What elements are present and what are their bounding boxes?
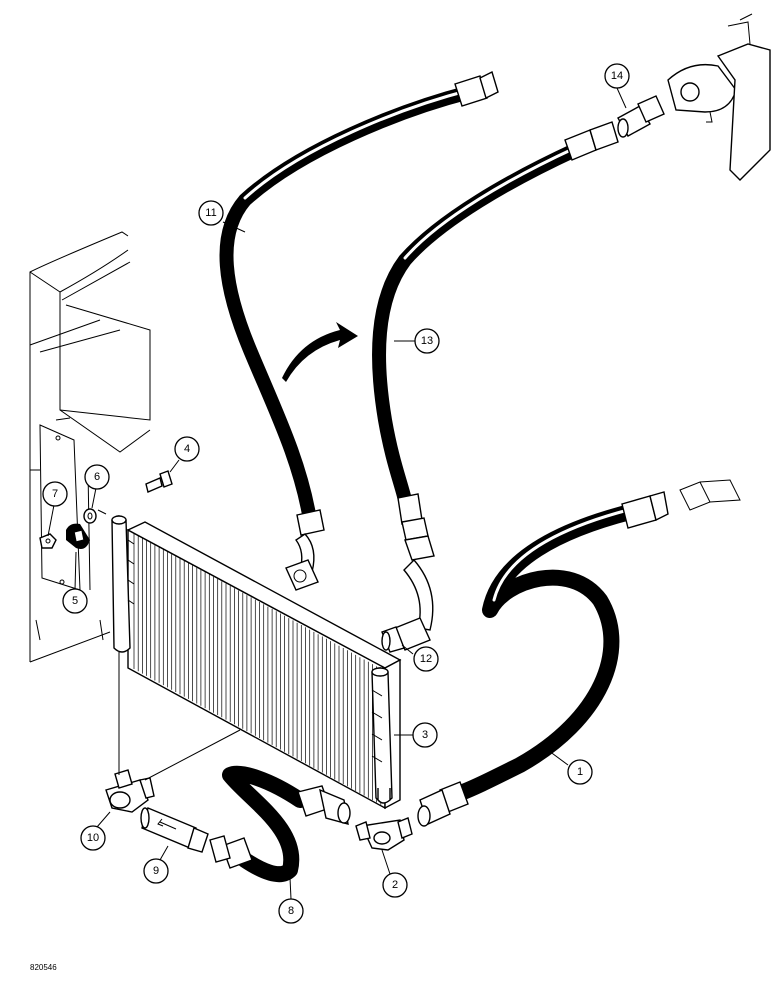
- direction-arrow: [282, 322, 358, 382]
- svg-text:1: 1: [577, 766, 583, 778]
- bolt-4: [145, 470, 173, 493]
- callout-14: 14: [604, 63, 630, 89]
- callout-3: 3: [412, 722, 438, 748]
- fitting-14: [617, 95, 665, 138]
- svg-text:12: 12: [420, 653, 432, 665]
- svg-text:8: 8: [288, 905, 294, 917]
- valve-assembly: [667, 13, 771, 181]
- svg-text:4: 4: [184, 443, 190, 455]
- svg-text:10: 10: [87, 832, 99, 844]
- svg-text:7: 7: [52, 488, 58, 500]
- cooler-fins: [133, 533, 386, 807]
- assembly-lines: [118, 652, 241, 781]
- callout-5: 5: [62, 588, 88, 614]
- washer-6: [83, 508, 107, 524]
- nut-7: [39, 533, 57, 549]
- callout-6: 6: [84, 464, 110, 490]
- svg-text:13: 13: [421, 335, 433, 347]
- callout-9: 9: [143, 858, 169, 884]
- callout-7: 7: [42, 481, 68, 507]
- tee-fitting-2: [355, 817, 413, 851]
- tee-fitting-10: [105, 769, 155, 813]
- hose-13: [372, 121, 619, 631]
- svg-text:6: 6: [94, 471, 100, 483]
- oil-cooler-radiator: [111, 515, 402, 810]
- hose-8: [209, 765, 351, 883]
- callout-4: 4: [174, 436, 200, 462]
- leader-lines: [47, 87, 627, 900]
- callout-12: 12: [413, 646, 439, 672]
- svg-text:9: 9: [153, 865, 159, 877]
- svg-text:11: 11: [205, 207, 216, 219]
- hose-1: [417, 479, 741, 827]
- svg-text:3: 3: [422, 729, 428, 741]
- callout-1: 1: [567, 759, 593, 785]
- svg-text:2: 2: [392, 879, 398, 891]
- machine-housing: [29, 231, 151, 663]
- check-valve-9: [140, 807, 209, 853]
- drawing-id: 820546: [30, 963, 57, 972]
- clamp-5: [66, 523, 90, 549]
- hose-11: [219, 71, 499, 591]
- svg-text:5: 5: [72, 595, 78, 607]
- svg-text:14: 14: [611, 70, 623, 82]
- callout-11: 11: [198, 200, 224, 226]
- callout-8: 8: [278, 898, 304, 924]
- fitting-12: [381, 617, 431, 653]
- callout-13: 13: [414, 328, 440, 354]
- callout-2: 2: [382, 872, 408, 898]
- callout-10: 10: [80, 825, 106, 851]
